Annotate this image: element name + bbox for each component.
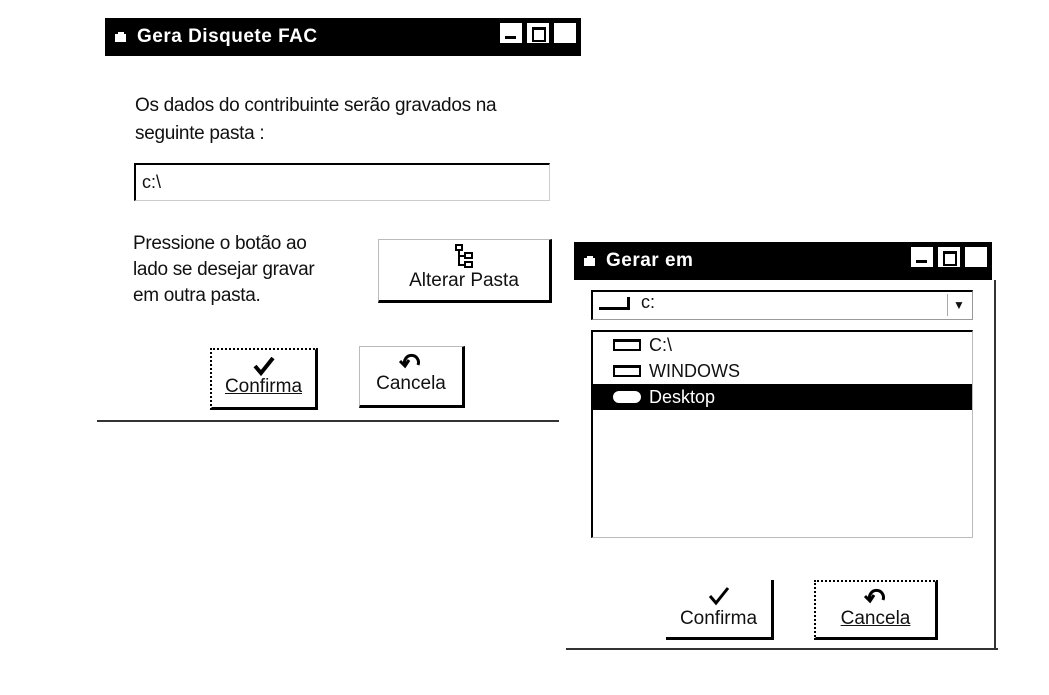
description-text: Os dados do contribuinte serão gravados … [135, 92, 565, 148]
drive-select-value: c: [641, 292, 656, 312]
close-icon[interactable]: × [553, 22, 577, 44]
hint-line: em outra pasta. [133, 285, 261, 306]
maximize-icon[interactable] [937, 246, 961, 268]
folder-label: Desktop [649, 387, 716, 407]
drive-select[interactable]: c: ▼ [591, 290, 973, 320]
title-bar-buttons: × [499, 22, 577, 44]
window-title: Gera Disquete FAC [137, 26, 318, 47]
minimize-icon[interactable] [910, 246, 934, 268]
gera-disquete-dialog: Gera Disquete FAC × Os dados do contribu… [97, 18, 589, 422]
maximize-icon[interactable] [526, 22, 550, 44]
folder-label: WINDOWS [649, 361, 740, 381]
cancel-label: Cancela [376, 373, 446, 394]
window-title: Gerar em [606, 250, 694, 271]
title-bar[interactable]: Gerar em × [574, 242, 992, 280]
folder-path-field[interactable]: c:\ [134, 163, 550, 201]
alterar-pasta-button[interactable]: Alterar Pasta [378, 239, 552, 303]
checkmark-icon [708, 587, 729, 606]
checkmark-icon [252, 356, 275, 376]
folder-tree[interactable]: C:\ WINDOWS Desktop [591, 330, 973, 538]
confirm-label: Confirma [679, 608, 758, 629]
folder-icon [613, 365, 641, 377]
drive-icon [599, 296, 630, 310]
confirm-button[interactable]: Confirma [666, 580, 774, 640]
window-icon [584, 256, 598, 266]
folder-path-value: c:\ [142, 172, 162, 192]
description-line: seguinte pasta : [135, 123, 265, 144]
alterar-pasta-label: Alterar Pasta [409, 270, 519, 291]
close-icon[interactable]: × [964, 246, 988, 268]
window-border [994, 280, 996, 650]
confirm-button[interactable]: Confirma [210, 348, 318, 410]
confirm-label: Confirma [224, 376, 303, 397]
chevron-down-icon[interactable]: ▼ [947, 294, 970, 316]
folder-item[interactable]: C:\ [593, 332, 972, 358]
folder-item[interactable]: WINDOWS [593, 358, 972, 384]
folder-tree-icon [455, 244, 473, 268]
hint-text: Pressione o botão ao lado se desejar gra… [133, 231, 353, 309]
minimize-icon[interactable] [499, 22, 523, 44]
window-border [97, 420, 559, 422]
folder-item-selected[interactable]: Desktop [593, 384, 972, 410]
undo-icon [863, 588, 885, 604]
gerar-em-dialog: Gerar em × c: ▼ C:\ WINDOWS Deskt [566, 232, 998, 650]
undo-icon [399, 353, 420, 369]
window-icon [115, 32, 129, 42]
window-border [566, 648, 998, 650]
folder-icon [613, 339, 641, 351]
hint-line: Pressione o botão ao [133, 233, 307, 254]
cancel-button[interactable]: Cancela [359, 346, 465, 408]
cancel-button[interactable]: Cancela [814, 580, 938, 640]
folder-icon [613, 391, 641, 403]
cancel-label: Cancela [840, 608, 911, 629]
title-bar[interactable]: Gera Disquete FAC × [105, 18, 581, 56]
folder-label: C:\ [649, 335, 673, 355]
title-bar-buttons: × [910, 246, 988, 268]
hint-line: lado se desejar gravar [133, 259, 315, 280]
description-line: Os dados do contribuinte serão gravados … [135, 95, 497, 116]
